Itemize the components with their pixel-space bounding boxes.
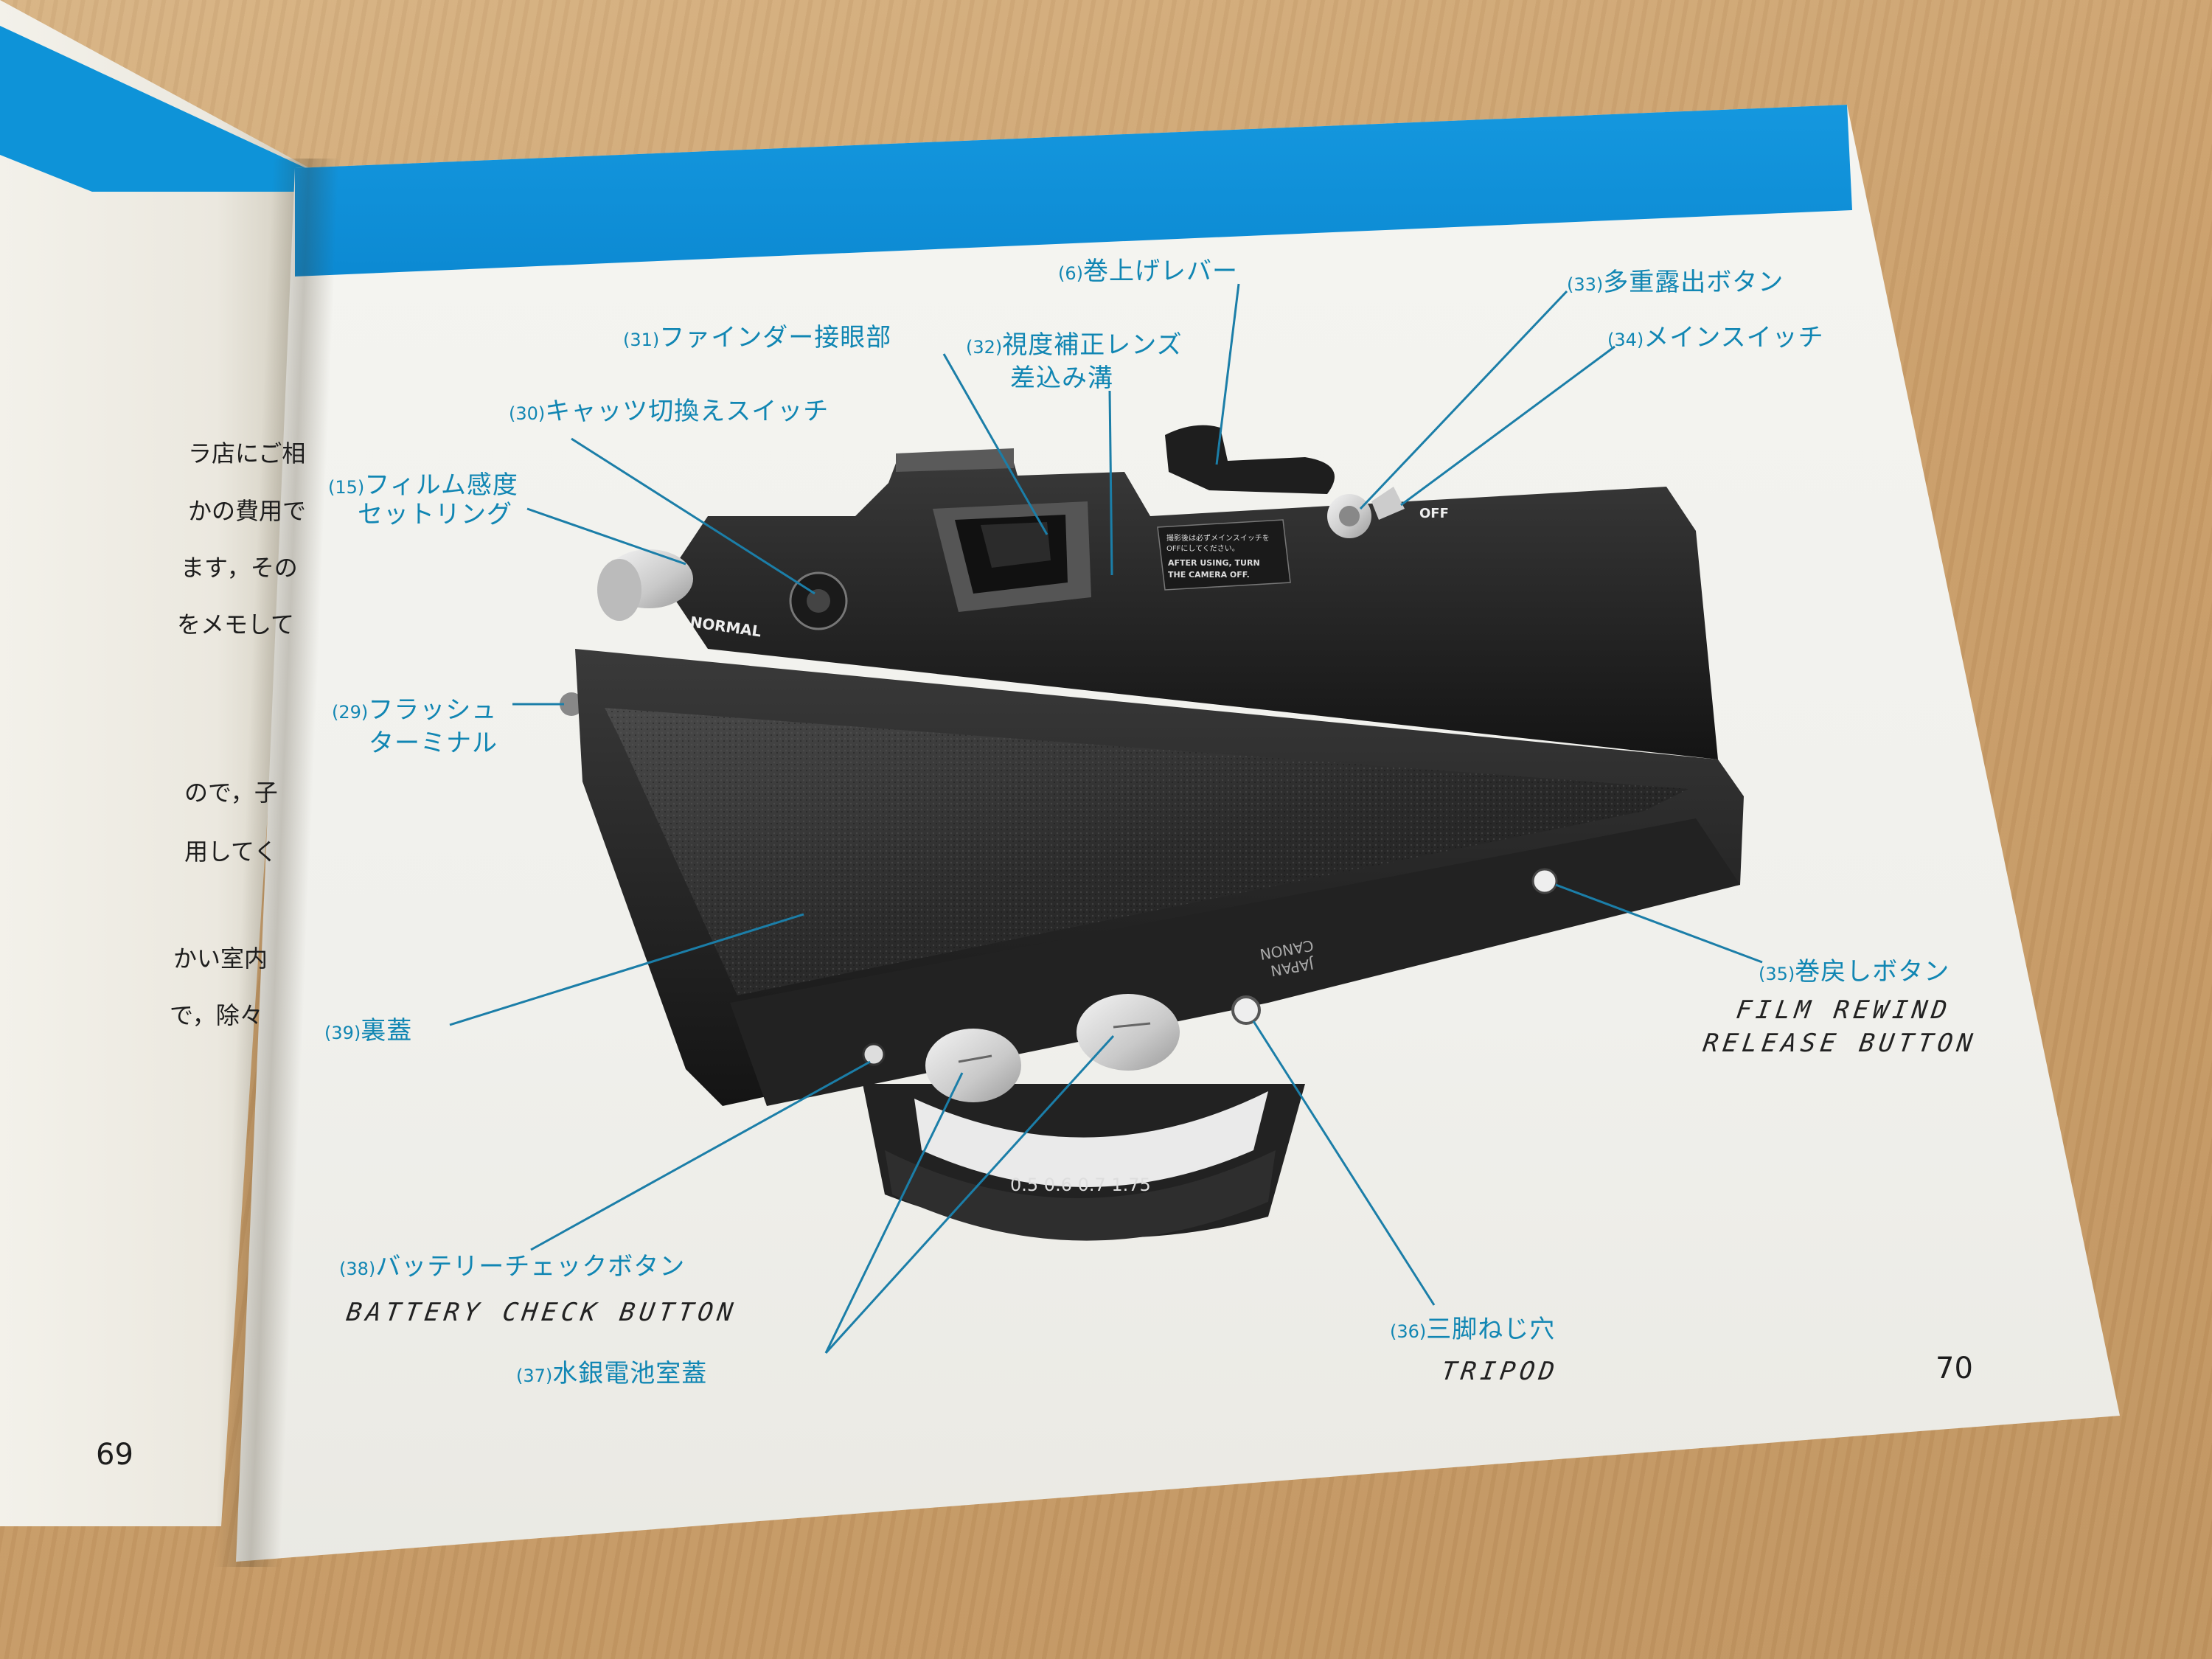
tripod-socket bbox=[1231, 995, 1261, 1025]
left-text-line: ます，その bbox=[181, 554, 298, 582]
label-flash-terminal-line2: ターミナル bbox=[369, 728, 498, 758]
label-tripod-socket: (36)三脚ねじ穴 bbox=[1390, 1315, 1556, 1344]
left-text-line: をメモして bbox=[177, 611, 295, 639]
switch-off-label: OFF bbox=[1419, 506, 1449, 521]
lens-scale-text: 0.5 0.6 0.7 1.75 bbox=[1010, 1175, 1151, 1195]
lens: 0.5 0.6 0.7 1.75 bbox=[863, 1084, 1305, 1241]
sticker-en-line2: THE CAMERA OFF. bbox=[1168, 570, 1250, 580]
label-iso-ring: (15)フィルム感度 bbox=[328, 470, 518, 500]
label-cats-switch: (30)キャッツ切換えスイッチ bbox=[509, 397, 830, 426]
handwriting-release-button: RELEASE BUTTON bbox=[1701, 1029, 1979, 1058]
label-iso-ring-line2: セットリング bbox=[358, 500, 512, 529]
left-text-line: かの費用で bbox=[188, 497, 307, 525]
label-diopter-slot: (32)視度補正レンズ bbox=[966, 330, 1183, 360]
label-finder-eyepiece: (31)ファインダー接眼部 bbox=[623, 323, 892, 352]
page-number-left: 69 bbox=[96, 1438, 133, 1472]
battery-cover-1 bbox=[925, 1029, 1021, 1102]
label-main-switch: (34)メインスイッチ bbox=[1607, 323, 1824, 352]
handwriting-tripod: TRIPOD bbox=[1439, 1357, 1561, 1386]
label-diopter-slot-line2: 差込み溝 bbox=[1010, 364, 1113, 393]
sticker-en-line1: AFTER USING, TURN bbox=[1168, 558, 1260, 568]
sticker-jp-line1: 撮影後は必ずメインスイッチを bbox=[1166, 533, 1270, 543]
left-text-line: 用してく bbox=[184, 838, 278, 866]
sticker-jp-line2: OFFにしてください。 bbox=[1166, 544, 1239, 553]
rewind-button bbox=[1531, 868, 1558, 894]
battery-cover-2 bbox=[1077, 994, 1180, 1071]
label-rewind-button: (35)巻戻しボタン bbox=[1759, 957, 1950, 987]
camera-body: CANON JAPAN bbox=[575, 649, 1744, 1106]
page-number-right: 70 bbox=[1935, 1352, 1973, 1385]
label-battery-check: (38)バッテリーチェックボタン bbox=[339, 1252, 686, 1281]
battery-check-button bbox=[862, 1043, 886, 1066]
left-text-line: かい室内 bbox=[173, 945, 268, 973]
label-battery-cover: (37)水銀電池室蓋 bbox=[516, 1359, 708, 1388]
flash-terminal bbox=[560, 692, 583, 716]
left-text-line: ので，子 bbox=[184, 779, 278, 807]
left-text-line: で，除々 bbox=[170, 1001, 263, 1029]
handwriting-battery-check: BATTERY CHECK BUTTON bbox=[344, 1298, 740, 1327]
left-text-line: ラ店にご相 bbox=[188, 439, 306, 467]
label-back-cover: (39)裏蓋 bbox=[324, 1016, 413, 1046]
handwriting-film-rewind: FILM REWIND bbox=[1734, 995, 1953, 1025]
wind-lever bbox=[1165, 425, 1335, 494]
label-flash-terminal: (29)フラッシュ bbox=[332, 695, 498, 725]
warning-sticker bbox=[1157, 519, 1291, 591]
label-multi-exposure: (33)多重露出ボタン bbox=[1567, 268, 1784, 297]
label-wind-lever: (6)巻上げレバー bbox=[1058, 257, 1238, 286]
